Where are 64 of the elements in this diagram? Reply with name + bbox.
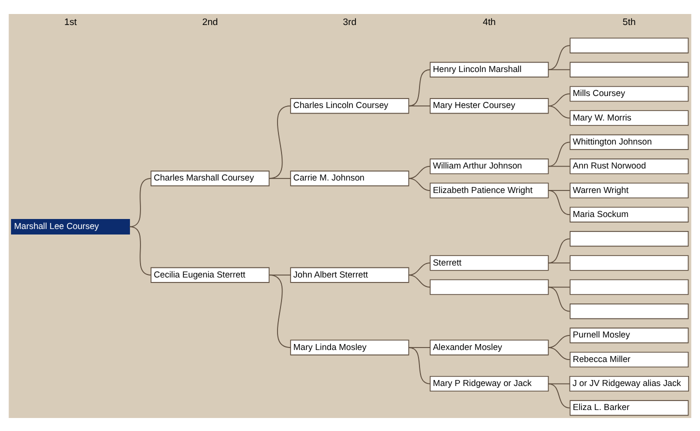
node-box: Carrie M. Johnson — [290, 170, 410, 186]
node-box: Elizabeth Patience Wright — [430, 182, 549, 198]
connector — [548, 44, 570, 70]
connector — [408, 177, 431, 190]
connector — [268, 274, 292, 275]
connector — [548, 68, 570, 70]
connector — [268, 274, 292, 348]
connector — [548, 262, 570, 263]
connector — [548, 346, 570, 360]
node-box — [570, 230, 689, 246]
connector — [408, 165, 431, 178]
node-box — [570, 303, 689, 319]
node-box: Sterrett — [430, 254, 549, 270]
connector — [548, 238, 570, 263]
connector — [548, 105, 570, 118]
node-box: William Arthur Johnson — [430, 158, 549, 174]
label: 2nd — [202, 16, 218, 27]
node-box: Marshall Lee Coursey — [11, 218, 130, 234]
node-box — [570, 37, 689, 53]
node-box: Mary Linda Mosley — [290, 339, 410, 355]
node-box: Warren Wright — [570, 182, 689, 198]
label: 3rd — [342, 16, 356, 27]
connector — [408, 68, 431, 106]
connector — [548, 165, 570, 166]
connector — [548, 382, 570, 408]
node-box — [430, 278, 549, 294]
connector — [548, 286, 570, 288]
label: 4th — [482, 16, 496, 27]
connector — [408, 262, 431, 275]
node-box: J or JV Ridgeway alias Jack — [569, 375, 689, 392]
connector — [408, 105, 431, 106]
node-box: Ann Rust Norwood — [570, 158, 689, 174]
connector — [268, 105, 292, 178]
node-box: Charles Lincoln Coursey — [290, 98, 410, 114]
node-box: Mills Coursey — [570, 86, 689, 102]
node-box: Mary P Ridgeway or Jack — [430, 375, 549, 392]
node-box: Charles Marshall Coursey — [150, 170, 270, 186]
connector — [129, 226, 152, 275]
node-box: Henry Lincoln Marshall — [430, 61, 549, 77]
node-box: Purnell Mosley — [570, 327, 689, 343]
node-box: Alexander Mosley — [430, 339, 549, 355]
connector — [129, 177, 152, 227]
connector — [548, 141, 570, 166]
connector — [548, 286, 570, 312]
node-box: Eliza L. Barker — [570, 400, 689, 416]
connector — [408, 346, 431, 348]
node-box — [570, 61, 689, 77]
node-box — [570, 254, 689, 270]
node-box: Maria Sockum — [570, 206, 689, 222]
label: 1st — [64, 16, 77, 27]
node-box: John Albert Sterrett — [290, 266, 410, 282]
node-box: Rebecca Miller — [570, 351, 689, 367]
connector — [548, 334, 570, 348]
node-box: Mary W. Morris — [570, 110, 689, 126]
node-box: Whittington Johnson — [570, 134, 689, 150]
node-box: Mary Hester Coursey — [430, 98, 549, 114]
connector — [548, 190, 570, 215]
connector — [268, 177, 292, 178]
node-box — [570, 278, 689, 294]
connector — [408, 274, 431, 288]
node-box: Cecilia Eugenia Sterrett — [150, 266, 270, 282]
label: 5th — [622, 16, 636, 27]
connector — [548, 92, 570, 106]
connector — [408, 346, 431, 384]
